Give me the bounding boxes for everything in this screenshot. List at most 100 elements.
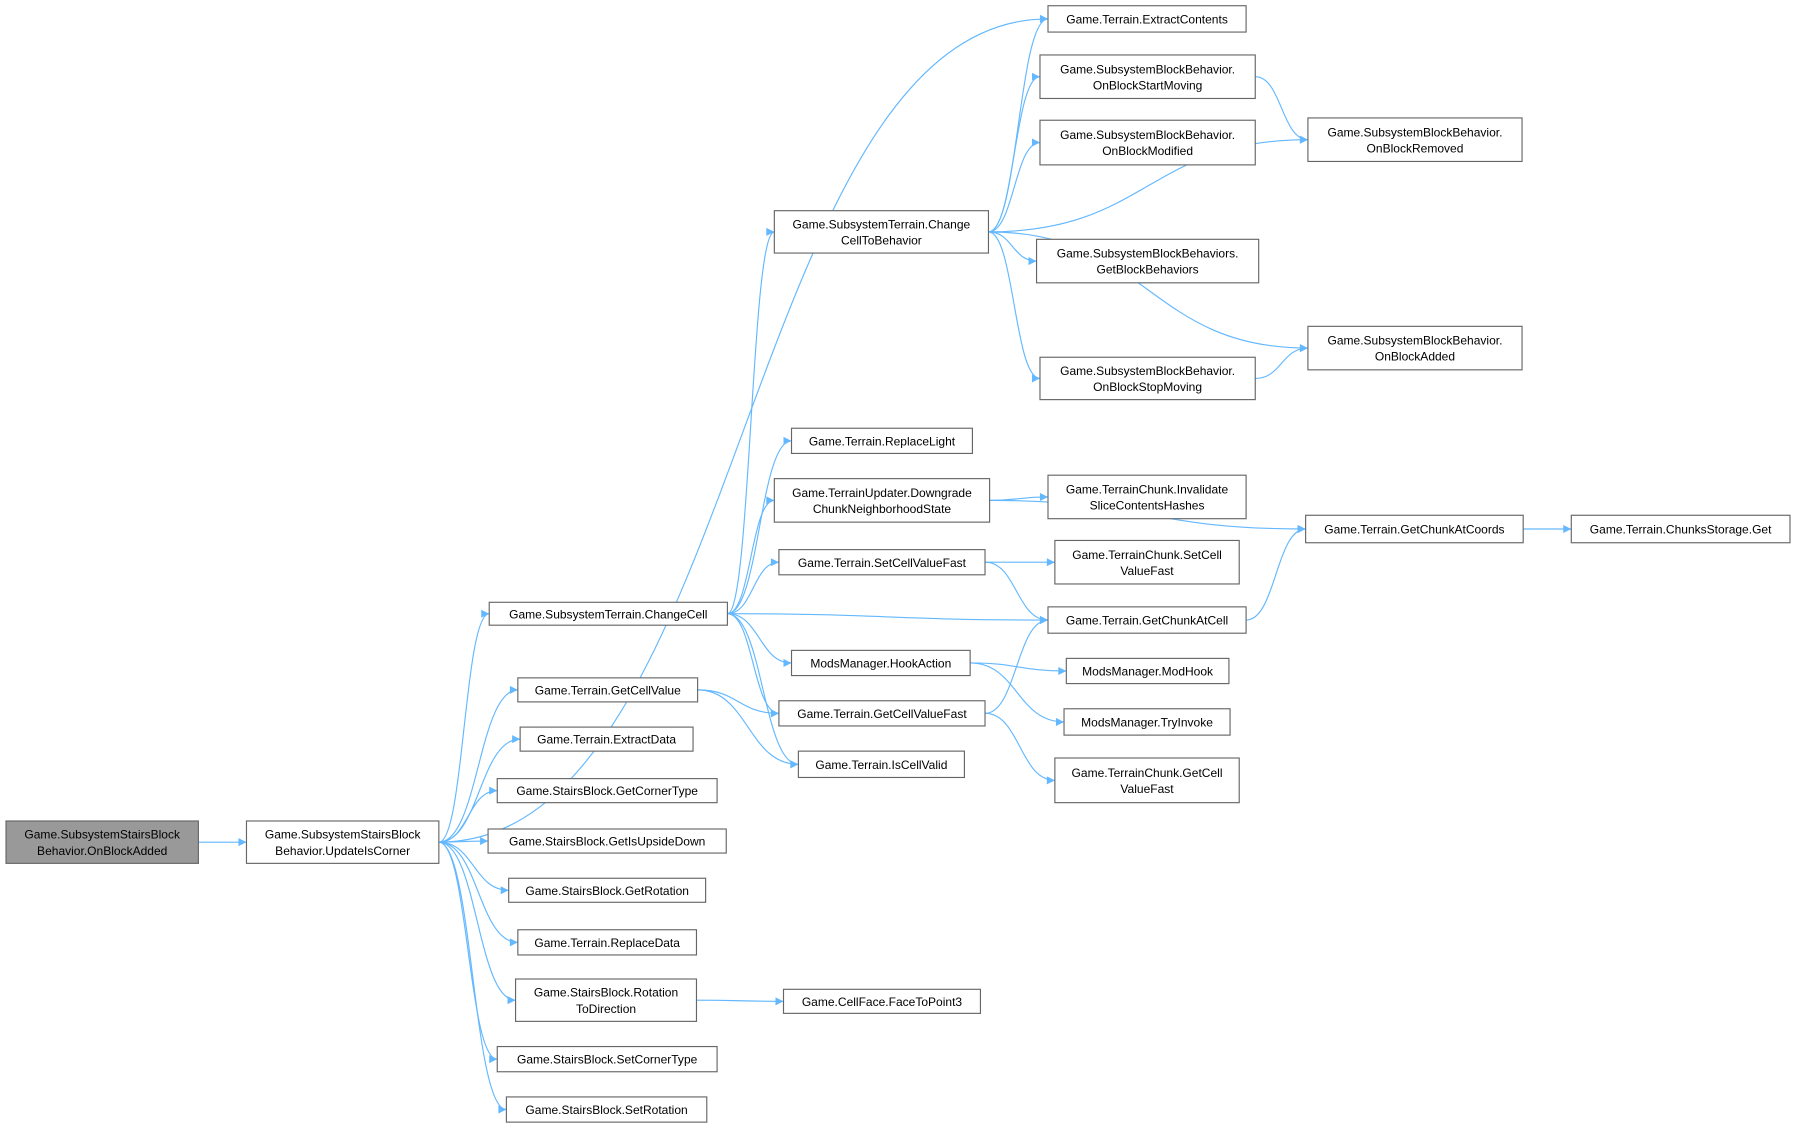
call-edge: [988, 231, 1041, 383]
node-box: [519, 726, 694, 752]
node-box: [1039, 119, 1256, 166]
function-node[interactable]: Game.SubsystemBlockBehavior.OnBlockStart…: [1039, 54, 1256, 100]
function-node[interactable]: Game.SubsystemTerrain.ChangeCellToBehavi…: [773, 210, 990, 254]
function-node[interactable]: Game.Terrain.SetCellValueFast: [778, 549, 986, 576]
call-edge: [697, 689, 779, 718]
call-edge: [726, 227, 775, 615]
node-label: Game.Terrain.ChunksStorage.Get: [1590, 523, 1772, 537]
node-box: [1054, 757, 1240, 804]
node-label: Game.SubsystemBlockBehavior.: [1060, 128, 1235, 142]
function-node[interactable]: Game.Terrain.ExtractContents: [1047, 5, 1247, 33]
function-node[interactable]: Game.TerrainChunk.InvalidateSliceContent…: [1047, 474, 1247, 520]
node-label: Game.StairsBlock.GetIsUpsideDown: [509, 835, 705, 849]
function-node[interactable]: Game.Terrain.ReplaceLight: [790, 427, 973, 455]
call-edge: [988, 138, 1041, 233]
function-node[interactable]: Game.Terrain.GetChunkAtCoords: [1305, 514, 1524, 544]
node-label: Game.SubsystemTerrain.Change: [793, 217, 971, 231]
node-label: Game.SubsystemBlockBehavior.: [1327, 125, 1502, 139]
call-edge: [970, 662, 1065, 726]
call-edge: [988, 231, 1037, 266]
function-node[interactable]: Game.Terrain.IsCellValid: [797, 750, 965, 779]
call-edge: [988, 14, 1049, 233]
function-node[interactable]: ModsManager.HookAction: [790, 649, 971, 677]
function-node[interactable]: Game.Terrain.ExtractData: [519, 726, 694, 752]
call-edge: [1246, 525, 1306, 621]
node-box: [1305, 514, 1524, 544]
call-edge: [1255, 76, 1308, 144]
node-box: [1570, 514, 1791, 544]
call-edge: [438, 841, 509, 895]
root-function-node[interactable]: Game.SubsystemStairsBlockBehavior.OnBloc…: [5, 820, 199, 864]
node-box: [773, 478, 991, 523]
node-box: [496, 778, 718, 804]
node-label: ModsManager.HookAction: [810, 657, 951, 671]
node-label: OnBlockAdded: [1375, 350, 1455, 364]
node-label: Game.StairsBlock.SetRotation: [525, 1103, 687, 1117]
call-edge: [988, 72, 1041, 233]
node-box: [797, 750, 965, 779]
node-box: [790, 427, 973, 455]
function-node[interactable]: Game.TerrainUpdater.DowngradeChunkNeighb…: [773, 478, 991, 523]
call-edge: [438, 609, 490, 843]
function-node[interactable]: Game.SubsystemBlockBehaviors.GetBlockBeh…: [1035, 238, 1260, 284]
function-node[interactable]: Game.SubsystemBlockBehavior.OnBlockModif…: [1039, 119, 1256, 166]
call-edge: [727, 558, 779, 615]
function-node[interactable]: Game.TerrainChunk.GetCellValueFast: [1054, 757, 1240, 804]
node-box: [517, 929, 698, 956]
call-edge: [697, 689, 799, 769]
call-edge: [727, 436, 792, 615]
function-node[interactable]: Game.StairsBlock.SetRotation: [505, 1096, 708, 1123]
node-label: Game.TerrainChunk.SetCell: [1072, 548, 1222, 562]
node-box: [1039, 54, 1256, 100]
function-node[interactable]: Game.Terrain.ChunksStorage.Get: [1570, 514, 1791, 544]
function-node[interactable]: Game.SubsystemBlockBehavior.OnBlockAdded: [1307, 325, 1523, 371]
call-edge: [438, 841, 507, 1114]
function-node[interactable]: ModsManager.TryInvoke: [1063, 708, 1231, 736]
node-label: GetBlockBehaviors: [1097, 263, 1199, 277]
function-node[interactable]: Game.StairsBlock.GetCornerType: [496, 778, 718, 804]
call-edge: [727, 613, 792, 667]
node-box: [496, 1045, 718, 1073]
function-node[interactable]: Game.SubsystemTerrain.ChangeCell: [488, 601, 728, 626]
node-box: [778, 549, 986, 576]
function-node[interactable]: Game.SubsystemStairsBlockBehavior.Update…: [245, 820, 440, 864]
call-edge: [438, 685, 518, 843]
node-label: Game.StairsBlock.GetRotation: [525, 884, 689, 898]
node-label: Game.SubsystemStairsBlock: [265, 828, 422, 842]
function-node[interactable]: Game.Terrain.GetCellValueFast: [778, 700, 986, 727]
function-node[interactable]: Game.CellFace.FaceToPoint3: [782, 988, 982, 1014]
node-box: [1047, 606, 1247, 634]
function-node[interactable]: Game.Terrain.GetChunkAtCell: [1047, 606, 1247, 634]
call-edge: [438, 841, 516, 1005]
function-node[interactable]: Game.StairsBlock.GetIsUpsideDown: [487, 828, 727, 854]
node-box: [1063, 708, 1231, 736]
function-node[interactable]: Game.SubsystemBlockBehavior.OnBlockRemov…: [1307, 117, 1523, 163]
node-box: [1047, 5, 1247, 33]
node-label: Game.StairsBlock.Rotation: [534, 986, 678, 1000]
node-label: Game.Terrain.SetCellValueFast: [798, 556, 967, 570]
call-edge: [970, 662, 1067, 675]
node-box: [514, 978, 698, 1022]
node-box: [1065, 657, 1230, 685]
call-edge: [1255, 344, 1308, 380]
call-edge: [988, 231, 1308, 353]
function-node[interactable]: Game.StairsBlock.GetRotation: [508, 877, 707, 903]
node-label: ModsManager.ModHook: [1082, 665, 1214, 679]
node-box: [245, 820, 440, 864]
node-label: Game.Terrain.GetChunkAtCell: [1066, 614, 1228, 628]
call-edge: [727, 496, 775, 615]
function-node[interactable]: Game.Terrain.ReplaceData: [517, 929, 698, 956]
function-node[interactable]: Game.StairsBlock.SetCornerType: [496, 1045, 718, 1073]
call-edge: [985, 561, 1049, 625]
function-node[interactable]: ModsManager.ModHook: [1065, 657, 1230, 685]
node-label: SliceContentsHashes: [1090, 499, 1205, 513]
node-box: [773, 210, 990, 254]
function-node[interactable]: Game.SubsystemBlockBehavior.OnBlockStopM…: [1039, 356, 1256, 401]
function-node[interactable]: Game.Terrain.GetCellValue: [517, 677, 699, 703]
call-edge: [696, 997, 784, 1006]
node-label: Game.TerrainUpdater.Downgrade: [792, 486, 972, 500]
function-node[interactable]: Game.TerrainChunk.SetCellValueFast: [1054, 539, 1240, 585]
node-label: Game.SubsystemTerrain.ChangeCell: [509, 607, 707, 621]
